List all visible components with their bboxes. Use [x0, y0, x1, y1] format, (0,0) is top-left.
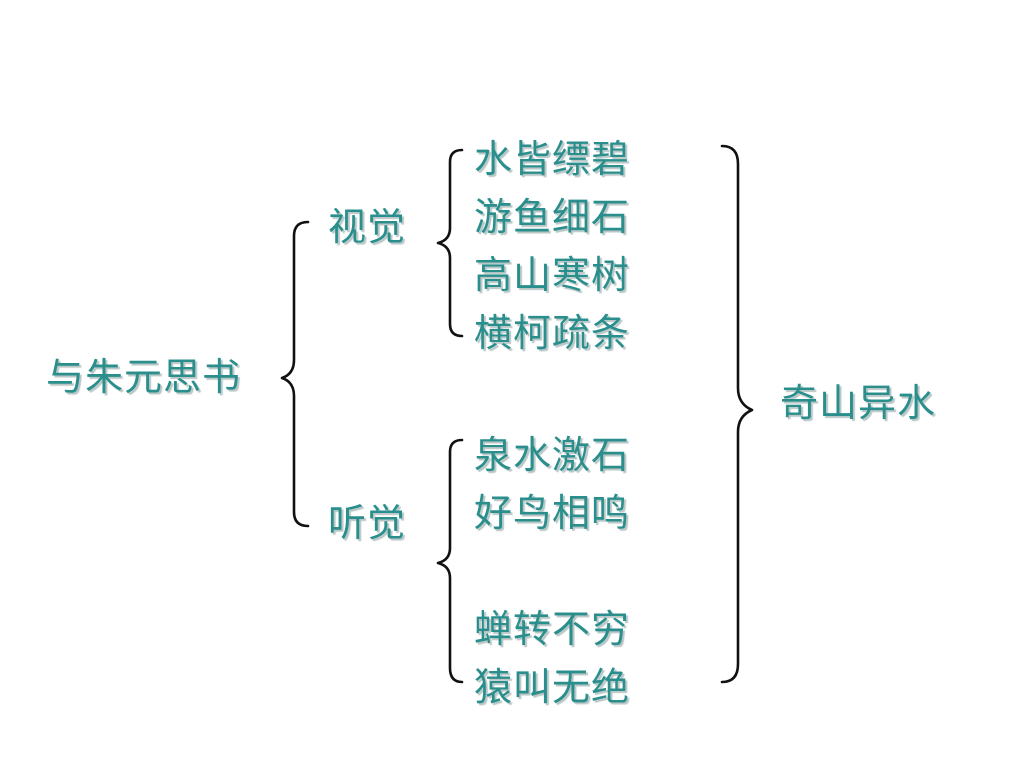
auditory-brace — [436, 438, 464, 684]
root-brace — [280, 220, 310, 528]
branch-label-visual: 视觉 — [328, 205, 407, 249]
list-item-spacer — [474, 542, 630, 600]
conclusion-label: 奇山异水 — [780, 381, 937, 425]
list-item: 蝉转不穷 — [474, 607, 631, 651]
list-item: 猿叫无绝 — [474, 665, 631, 709]
visual-items: 水皆缥碧 游鱼细石 高山寒树 横柯疏条 — [474, 130, 630, 362]
list-item: 泉水激石 — [474, 433, 631, 477]
list-item: 高山寒树 — [474, 253, 631, 297]
list-item: 水皆缥碧 — [474, 137, 631, 181]
visual-brace — [436, 148, 464, 338]
root-label: 与朱元思书 — [46, 355, 242, 399]
branch-label-auditory: 听觉 — [328, 501, 407, 545]
list-item: 横柯疏条 — [474, 311, 631, 355]
list-item: 游鱼细石 — [474, 195, 631, 239]
conclusion-brace — [720, 144, 754, 684]
list-item: 好鸟相鸣 — [474, 491, 631, 535]
auditory-items: 泉水激石 好鸟相鸣 蝉转不穷 猿叫无绝 — [474, 426, 630, 716]
